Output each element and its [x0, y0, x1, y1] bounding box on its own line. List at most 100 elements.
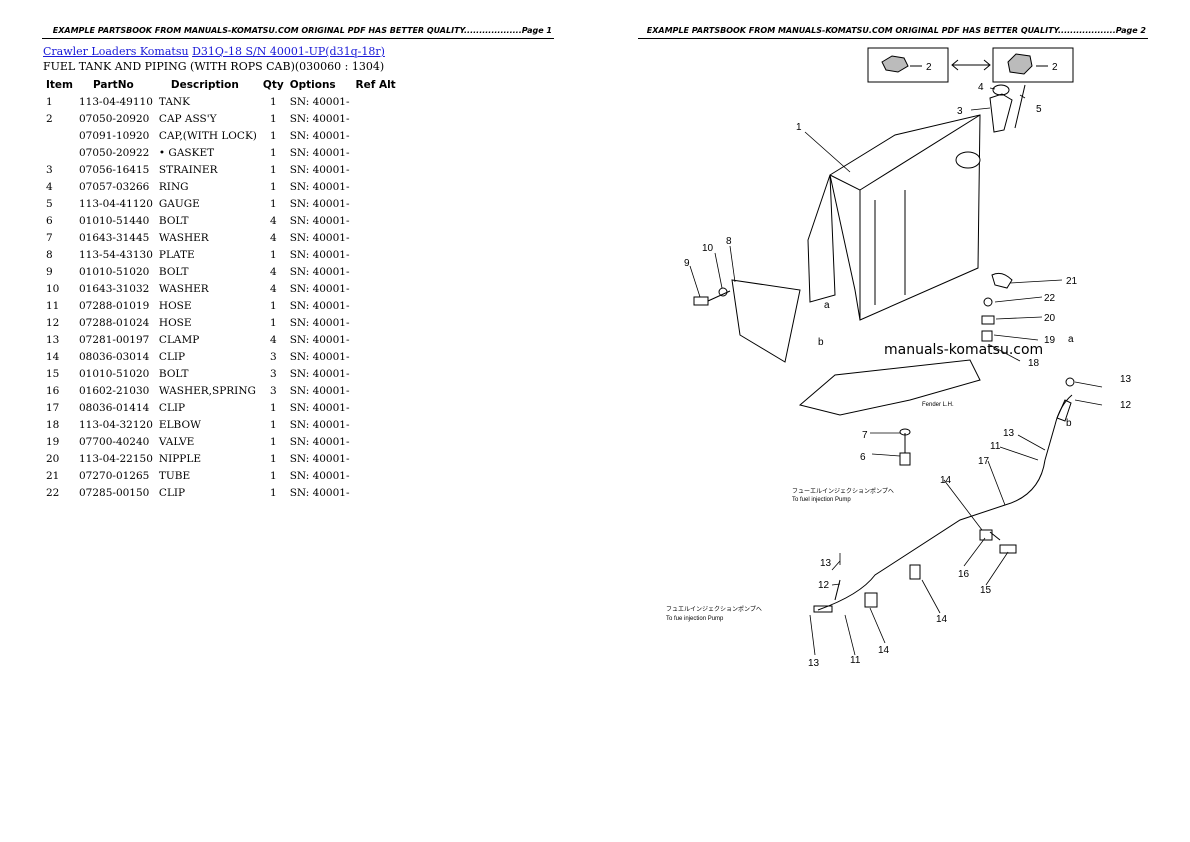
- cell-partno: 07281-00197: [79, 333, 150, 346]
- cell-description: STRAINER: [158, 163, 218, 176]
- cell-description: ELBOW: [158, 418, 201, 431]
- cell-partno: 01643-31032: [79, 282, 150, 295]
- cell-description: GAUGE: [158, 197, 200, 210]
- cell-item: 13: [46, 333, 60, 346]
- cell-ref-alt: [353, 246, 399, 263]
- cell-ref-alt: [353, 280, 399, 297]
- cell-description: CLIP: [158, 486, 186, 499]
- cell-options: SN: 40001-: [289, 265, 350, 278]
- cell-qty: 1: [269, 112, 277, 125]
- cell-partno: 07050-20922: [79, 146, 150, 159]
- cell-item: 19: [46, 435, 60, 448]
- cell-qty: 1: [269, 197, 277, 210]
- cell-item: 4: [46, 180, 53, 193]
- page-title: FUEL TANK AND PIPING (WITH ROPS CAB)(030…: [43, 60, 385, 73]
- callout-6: 6: [860, 452, 866, 463]
- cell-partno: 01643-31445: [79, 231, 150, 244]
- cell-item: 7: [46, 231, 53, 244]
- cell-description: HOSE: [158, 316, 192, 329]
- cell-partno: 08036-01414: [79, 401, 150, 414]
- cell-partno: 01010-51020: [79, 265, 150, 278]
- callout-5: 5: [1036, 104, 1042, 115]
- cell-ref-alt: [353, 144, 399, 161]
- cell-ref-alt: [353, 433, 399, 450]
- plate-shape: [731, 279, 801, 363]
- cell-options: SN: 40001-: [289, 452, 350, 465]
- cell-ref-alt: [353, 161, 399, 178]
- fender-label: Fender L.H.: [922, 402, 954, 408]
- cell-options: SN: 40001-: [289, 401, 350, 414]
- breadcrumb-link-model[interactable]: D31Q-18 S/N 40001-UP(d31q-18r): [192, 45, 385, 58]
- cell-description: CAP,(WITH LOCK): [158, 129, 257, 142]
- cell-partno: 07700-40240: [79, 435, 150, 448]
- cell-partno: 07288-01019: [79, 299, 150, 312]
- cell-options: SN: 40001-: [289, 95, 350, 108]
- cell-partno: 113-04-41120: [79, 197, 153, 210]
- table-row: 7 01643-31445 WASHER 4 SN: 40001-: [43, 229, 399, 246]
- cell-ref-alt: [353, 365, 399, 382]
- cell-item: 10: [46, 282, 60, 295]
- cell-ref-alt: [353, 263, 399, 280]
- cell-qty: 1: [269, 163, 277, 176]
- callout-b-right: b: [1066, 418, 1072, 429]
- cell-item: 11: [46, 299, 60, 312]
- callout-22: 22: [1044, 293, 1056, 304]
- callout-a-tank: a: [824, 300, 830, 311]
- cell-ref-alt: [353, 229, 399, 246]
- cell-partno: 113-54-43130: [79, 248, 153, 261]
- fender-shape: [798, 359, 981, 416]
- cell-ref-alt: [353, 178, 399, 195]
- cell-partno: 113-04-32120: [79, 418, 153, 431]
- cell-options: SN: 40001-: [289, 384, 350, 397]
- cell-ref-alt: [353, 314, 399, 331]
- breadcrumb-link-crawler-loaders[interactable]: Crawler Loaders Komatsu: [43, 45, 189, 58]
- callout-19: 19: [1044, 335, 1056, 346]
- cell-item: 14: [46, 350, 60, 363]
- cell-options: SN: 40001-: [289, 129, 350, 142]
- cell-partno: 01010-51020: [79, 367, 150, 380]
- cell-options: SN: 40001-: [289, 333, 350, 346]
- cell-partno: 01010-51440: [79, 214, 150, 227]
- cell-ref-alt: [353, 93, 399, 110]
- cell-description: • GASKET: [158, 146, 215, 159]
- column-header-options: Options: [289, 79, 336, 91]
- cell-ref-alt: [353, 416, 399, 433]
- page-header-left: EXAMPLE PARTSBOOK FROM MANUALS-KOMATSU.C…: [42, 26, 554, 39]
- callout-9: 9: [684, 258, 690, 269]
- cell-partno: 07057-03266: [79, 180, 150, 193]
- cell-partno: 07050-20920: [79, 112, 150, 125]
- cell-qty: 1: [269, 486, 277, 499]
- cell-qty: 4: [269, 265, 277, 278]
- cell-qty: 4: [269, 231, 277, 244]
- cell-description: WASHER: [158, 231, 209, 244]
- parts-diagram: 1 3 4 5 6 7 8 9 10 11 11 12 12 13 13 13 …: [666, 47, 1132, 669]
- column-header-ref-alt: Ref Alt: [355, 79, 396, 91]
- callout-17: 17: [978, 456, 990, 467]
- cell-item: [43, 127, 76, 144]
- cell-qty: 1: [269, 129, 277, 142]
- callout-13-right: 13: [1120, 374, 1132, 385]
- cell-item: 2: [46, 112, 53, 125]
- cell-options: SN: 40001-: [289, 197, 350, 210]
- ring-shape: [992, 84, 1010, 96]
- cell-partno: 113-04-49110: [79, 95, 153, 108]
- cell-item: 18: [46, 418, 60, 431]
- callout-11-lower: 11: [850, 655, 861, 666]
- cell-partno: 01602-21030: [79, 384, 150, 397]
- leader-lines: [689, 87, 1103, 656]
- cell-qty: 1: [269, 95, 277, 108]
- column-header-qty: Qty: [262, 79, 284, 91]
- cell-options: SN: 40001-: [289, 231, 350, 244]
- cell-description: CLAMP: [158, 333, 200, 346]
- cell-ref-alt: [353, 297, 399, 314]
